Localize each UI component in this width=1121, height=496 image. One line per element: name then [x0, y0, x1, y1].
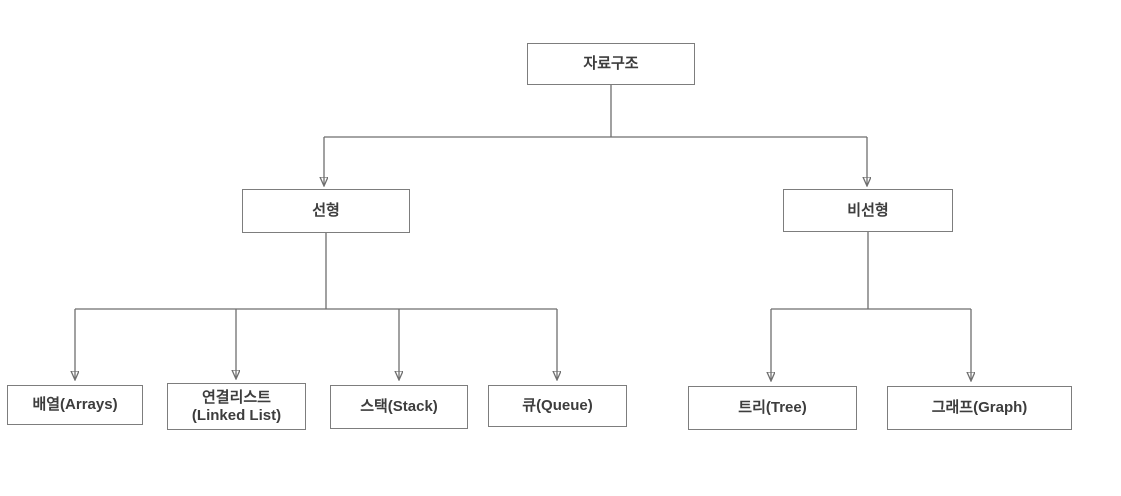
node-tree-label: 트리(Tree)	[738, 399, 807, 417]
node-data-structure: 자료구조	[527, 43, 695, 85]
node-graph: 그래프(Graph)	[887, 386, 1072, 430]
edge-nonlinear-bus	[771, 232, 971, 310]
node-linked-list: 연결리스트 (Linked List)	[167, 383, 306, 430]
node-queue-label: 큐(Queue)	[522, 397, 593, 415]
node-array-label: 배열(Arrays)	[32, 396, 118, 414]
node-linear: 선형	[242, 189, 410, 233]
node-nonlinear-label: 비선형	[847, 201, 889, 219]
node-nonlinear: 비선형	[783, 189, 953, 232]
node-graph-label: 그래프(Graph)	[931, 399, 1028, 417]
node-linked-list-label-line1: 연결리스트	[201, 388, 271, 406]
node-linked-list-label-line2: (Linked List)	[191, 406, 282, 424]
node-queue: 큐(Queue)	[488, 385, 627, 427]
node-tree: 트리(Tree)	[688, 386, 857, 430]
node-data-structure-label: 자료구조	[583, 55, 639, 73]
edge-root-bus	[324, 85, 867, 138]
node-linear-label: 선형	[312, 202, 340, 220]
node-stack: 스택(Stack)	[330, 385, 468, 429]
node-stack-label: 스택(Stack)	[360, 398, 438, 416]
edge-linear-bus	[75, 233, 557, 310]
node-array: 배열(Arrays)	[7, 385, 143, 425]
